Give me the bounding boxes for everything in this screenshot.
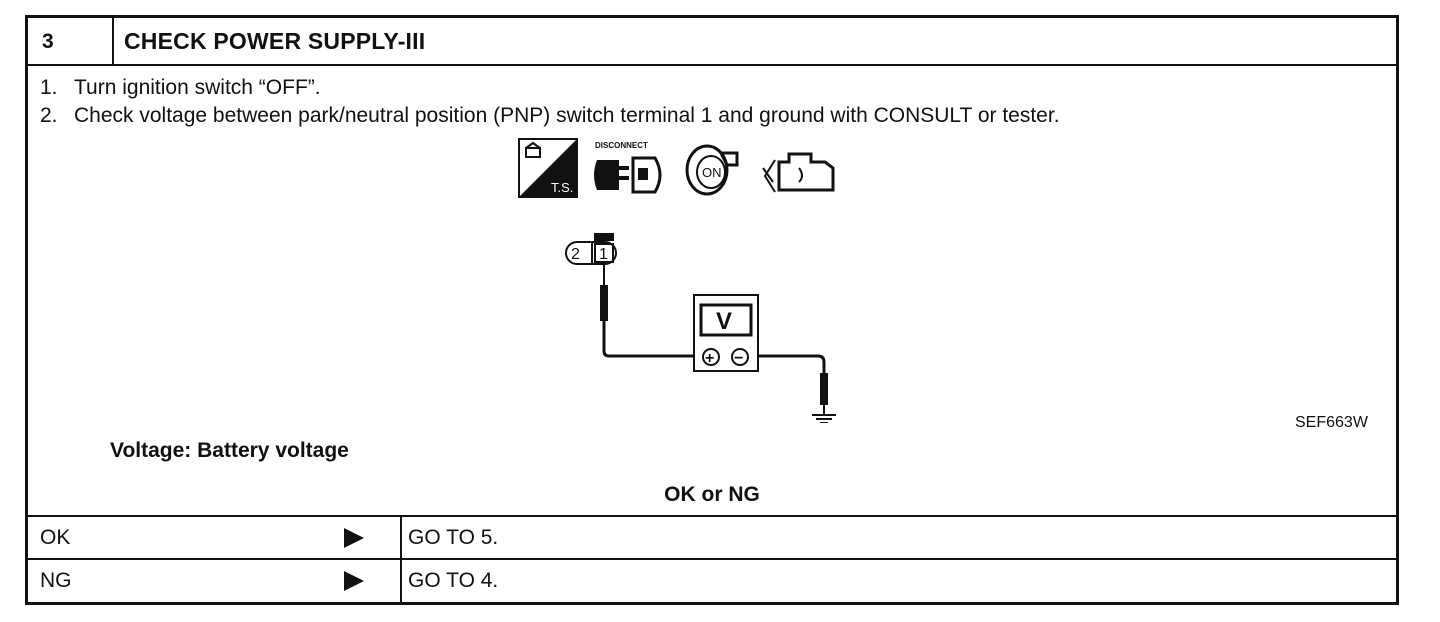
voltage-spec: Voltage: Battery voltage (110, 439, 349, 462)
figure-id: SEF663W (1295, 414, 1368, 431)
ts-label: T.S. (551, 180, 573, 195)
step-header: 3 CHECK POWER SUPPLY-III (28, 18, 1396, 66)
terminal-1-label: 1 (599, 246, 608, 263)
result-ok-action: GO TO 5. (408, 526, 499, 549)
result-label: OK or NG (664, 483, 760, 506)
instruction-text: Turn ignition switch “OFF”. (74, 76, 321, 99)
arrow-right-icon (344, 528, 364, 548)
check-procedure-table: 3 CHECK POWER SUPPLY-III 1. Turn ignition… (25, 15, 1399, 605)
ground-symbol (812, 414, 836, 423)
negative-lead (758, 354, 826, 373)
instruction-number: 1. (40, 76, 58, 99)
results-divider (28, 515, 1396, 517)
test-shop-icon: T.S. (518, 138, 578, 198)
header-divider (112, 18, 114, 64)
positive-probe (600, 285, 608, 321)
result-ok-label: OK (40, 526, 71, 549)
voltmeter-label: V (716, 308, 732, 335)
ignition-key-icon: ON (685, 144, 739, 196)
results-row-divider (28, 558, 1396, 560)
positive-lead (602, 321, 694, 358)
negative-terminal-label: − (734, 350, 743, 367)
arrow-right-icon (344, 571, 364, 591)
result-ng-label: NG (40, 569, 72, 592)
instruction-2: 2. Check voltage between park/neutral pos… (40, 104, 1060, 128)
disconnect-icon: DISCONNECT (594, 141, 662, 194)
negative-probe (820, 373, 828, 405)
terminal-2-label: 2 (571, 246, 580, 263)
instruction-text: Check voltage between park/neutral posit… (74, 104, 1060, 127)
wiring-diagram: 2 1 V + − (565, 233, 836, 423)
ignition-on-label: ON (702, 165, 722, 180)
instruction-1: 1. Turn ignition switch “OFF”. (40, 76, 321, 100)
step-number: 3 (42, 30, 54, 53)
step-title: CHECK POWER SUPPLY-III (124, 28, 426, 54)
result-ng-action: GO TO 4. (408, 569, 499, 592)
disconnect-label: DISCONNECT (595, 141, 648, 150)
positive-terminal-label: + (705, 350, 714, 367)
instruction-number: 2. (40, 104, 58, 127)
engine-icon (762, 152, 835, 193)
